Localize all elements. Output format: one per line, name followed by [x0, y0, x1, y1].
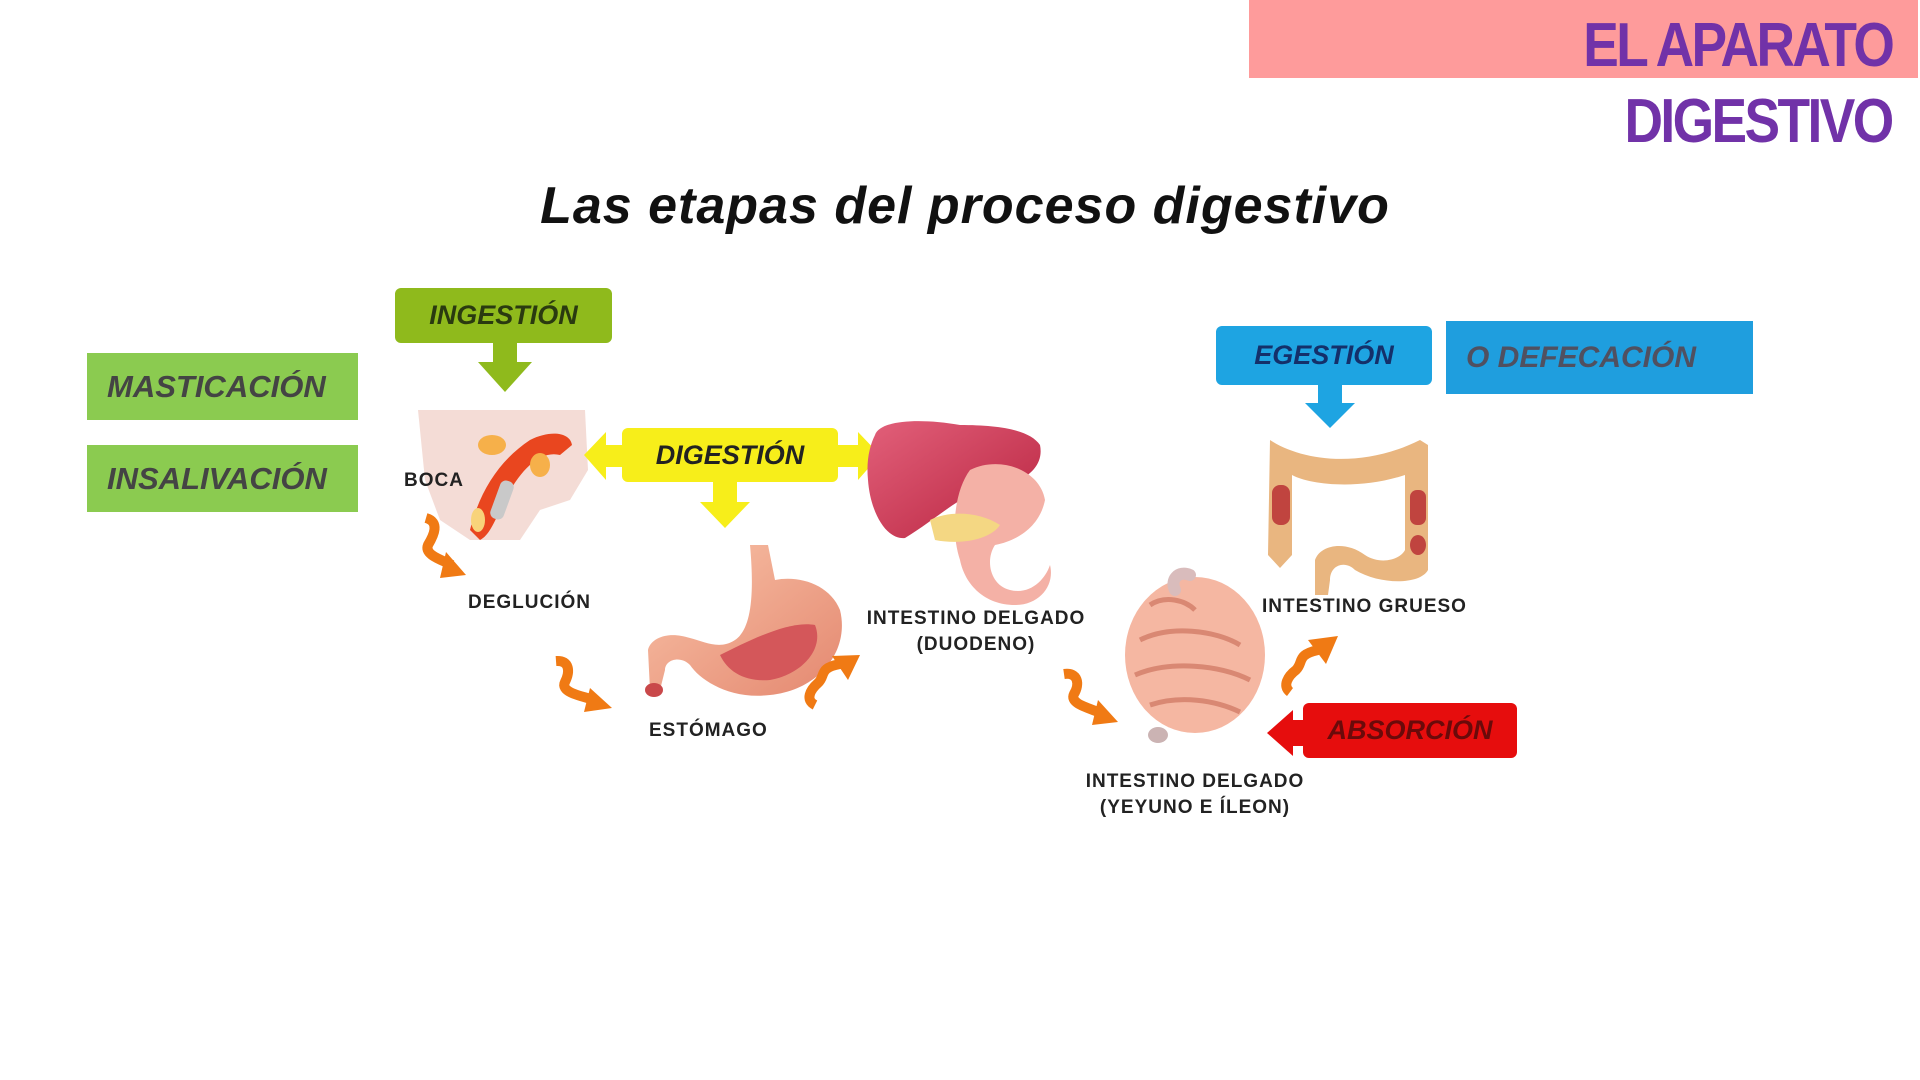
- egestion-label: EGESTIÓN: [1254, 340, 1394, 370]
- boca-label: BOCA: [404, 470, 464, 491]
- yeyuno-label-line1: INTESTINO DELGADO: [1085, 771, 1305, 792]
- flow-arrow-icon: [1281, 636, 1338, 696]
- flow-arrow-icon: [555, 656, 612, 712]
- stomach-illustration: [645, 545, 842, 697]
- defecacion-label: O DEFECACIÓN: [1466, 340, 1697, 374]
- flow-arrows: [422, 513, 1338, 725]
- grueso-label: INTESTINO GRUESO: [1262, 596, 1467, 617]
- egestion-box: EGESTIÓN: [1216, 326, 1432, 385]
- defecacion-box: O DEFECACIÓN: [1446, 321, 1753, 394]
- flow-arrow-icon: [1063, 668, 1118, 725]
- ingestion-arrow-icon: [478, 343, 532, 392]
- duodeno-label-line1: INTESTINO DELGADO: [866, 608, 1086, 629]
- digestion-box: DIGESTIÓN: [622, 428, 838, 482]
- digestion-label: DIGESTIÓN: [655, 439, 805, 470]
- insalivacion-label: INSALIVACIÓN: [107, 460, 327, 496]
- masticacion-box: MASTICACIÓN: [87, 353, 358, 420]
- digestion-arrows-icon: [584, 432, 880, 528]
- large-intestine-illustration: [1268, 440, 1428, 595]
- yeyuno-label-line2: (YEYUNO E ÍLEON): [1099, 797, 1291, 818]
- ingestion-box: INGESTIÓN: [395, 288, 612, 343]
- insalivacion-box: INSALIVACIÓN: [87, 445, 358, 512]
- estomago-label: ESTÓMAGO: [649, 720, 768, 741]
- egestion-arrow-icon: [1305, 385, 1355, 428]
- flow-arrow-icon: [804, 655, 860, 710]
- page-title-line2: DIGESTIVO: [1624, 87, 1895, 156]
- header-band: [1249, 0, 1918, 78]
- mouth-throat-illustration: [418, 410, 588, 540]
- ingestion-label: INGESTIÓN: [429, 300, 578, 330]
- small-intestine-illustration: [1125, 567, 1265, 743]
- flow-arrow-icon: [422, 513, 466, 578]
- diagram-title-text: Las etapas del proceso digestivo: [540, 177, 1390, 235]
- duodeno-label-line2: (DUODENO): [916, 634, 1036, 655]
- liver-duodenum-illustration: [867, 421, 1051, 605]
- masticacion-label: MASTICACIÓN: [107, 368, 326, 404]
- duodeno-label: INTESTINO DELGADO (DUODENO): [866, 606, 1086, 658]
- diagram-title: Las etapas del proceso digestivo: [0, 176, 1920, 236]
- page-title-line1: EL APARATO: [1583, 11, 1895, 80]
- deglucion-label: DEGLUCIÓN: [468, 592, 591, 613]
- absorption-box: ABSORCIÓN: [1303, 703, 1517, 758]
- absorption-label: ABSORCIÓN: [1327, 715, 1493, 745]
- yeyuno-label: INTESTINO DELGADO (YEYUNO E ÍLEON): [1085, 769, 1305, 821]
